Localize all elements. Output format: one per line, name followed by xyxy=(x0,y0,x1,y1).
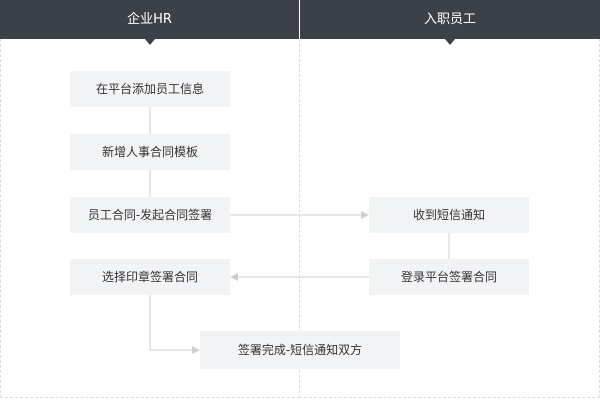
lane-title-employee: 入职员工 xyxy=(423,12,476,27)
step-receive-sms: 收到短信通知 xyxy=(369,197,529,233)
lane-title-hr: 企业HR xyxy=(127,12,172,27)
lane-header-hr: 企业HR xyxy=(0,0,299,39)
step-signing-complete-notify: 签署完成-短信通知双方 xyxy=(200,331,400,369)
arrow-select-seal-to-done xyxy=(149,295,200,354)
step-new-contract-template-label: 新增人事合同模板 xyxy=(101,145,198,159)
lane-notch-employee xyxy=(445,39,455,45)
step-initiate-signing-label: 员工合同-发起合同签署 xyxy=(87,208,213,222)
lane-header-employee: 入职员工 xyxy=(300,0,600,39)
step-login-sign-contract: 登录平台签署合同 xyxy=(369,259,529,295)
header-divider xyxy=(299,0,300,39)
step-select-seal-sign-label: 选择印章签署合同 xyxy=(101,270,198,284)
step-login-sign-contract-label: 登录平台签署合同 xyxy=(400,270,497,284)
lane-notch-hr xyxy=(145,39,155,45)
step-select-seal-sign: 选择印章签署合同 xyxy=(70,259,230,295)
step-add-employee-info: 在平台添加员工信息 xyxy=(70,71,230,107)
step-signing-complete-notify-label: 签署完成-短信通知双方 xyxy=(237,343,363,357)
step-new-contract-template: 新增人事合同模板 xyxy=(70,134,230,170)
step-initiate-signing: 员工合同-发起合同签署 xyxy=(70,197,230,233)
step-receive-sms-label: 收到短信通知 xyxy=(412,208,485,222)
step-add-employee-info-label: 在平台添加员工信息 xyxy=(95,82,204,96)
